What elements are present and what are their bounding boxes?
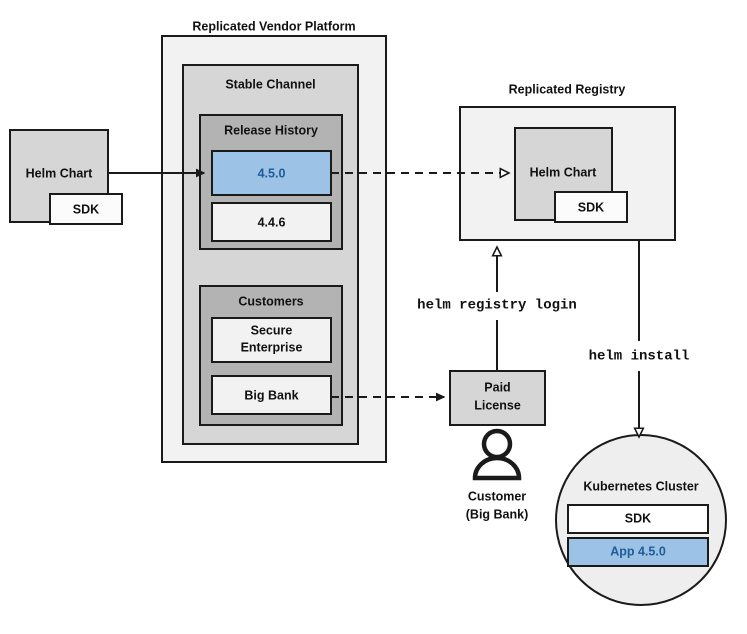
paid-license-label-line1: Paid bbox=[484, 380, 510, 394]
edge-registry-to-cluster-label: helm install bbox=[589, 349, 690, 365]
customer-person-label-line1: Customer bbox=[468, 489, 526, 503]
customer-secure-enterprise-label-line1: Secure bbox=[251, 323, 293, 337]
release-version-previous[interactable] bbox=[211, 202, 332, 242]
customer-person-label-line2: (Big Bank) bbox=[466, 507, 529, 521]
kubernetes-cluster-title: Kubernetes Cluster bbox=[583, 479, 698, 493]
person-head-icon bbox=[481, 428, 513, 460]
edges-group: helm registry login helm install bbox=[108, 173, 689, 437]
paid-license-group: Paid License bbox=[449, 370, 546, 426]
release-version-current-label: 4.5.0 bbox=[258, 166, 286, 180]
source-helm-chart-group: Helm Chart SDK bbox=[9, 129, 123, 225]
registry-sdk-box[interactable] bbox=[554, 191, 628, 223]
customer-secure-enterprise[interactable] bbox=[211, 317, 332, 363]
kubernetes-cluster-group: Kubernetes Cluster SDK App 4.5.0 bbox=[555, 434, 727, 606]
release-history-title: Release History bbox=[224, 123, 318, 137]
registry-helm-chart-label: Helm Chart bbox=[530, 165, 598, 179]
customer-secure-enterprise-label-line2: Enterprise bbox=[241, 340, 303, 354]
vendor-platform-group: Replicated Vendor Platform Stable Channe… bbox=[161, 19, 387, 463]
replicated-registry-group: Replicated Registry Helm Chart SDK bbox=[459, 82, 676, 241]
vendor-platform-title: Replicated Vendor Platform bbox=[192, 19, 355, 33]
customer-big-bank[interactable] bbox=[211, 375, 332, 415]
paid-license-label-line2: License bbox=[474, 398, 521, 412]
registry-sdk-label: SDK bbox=[578, 200, 604, 214]
stable-channel-title: Stable Channel bbox=[225, 77, 315, 91]
release-version-previous-label: 4.4.6 bbox=[258, 215, 286, 229]
source-helm-chart-label: Helm Chart bbox=[26, 166, 94, 180]
customer-big-bank-label: Big Bank bbox=[244, 388, 298, 402]
cluster-sdk-label: SDK bbox=[625, 511, 651, 525]
cluster-app-label: App 4.5.0 bbox=[610, 544, 666, 558]
cluster-app-box[interactable] bbox=[567, 537, 709, 567]
person-body-icon bbox=[472, 455, 522, 481]
replicated-registry-title: Replicated Registry bbox=[509, 82, 626, 96]
cluster-sdk-box[interactable] bbox=[567, 504, 709, 534]
source-sdk-box[interactable] bbox=[49, 193, 123, 225]
source-sdk-label: SDK bbox=[73, 202, 99, 216]
customer-person-group: Customer (Big Bank) bbox=[466, 428, 529, 521]
edge-license-to-registry-label: helm registry login bbox=[417, 298, 577, 314]
customers-title: Customers bbox=[238, 294, 303, 308]
